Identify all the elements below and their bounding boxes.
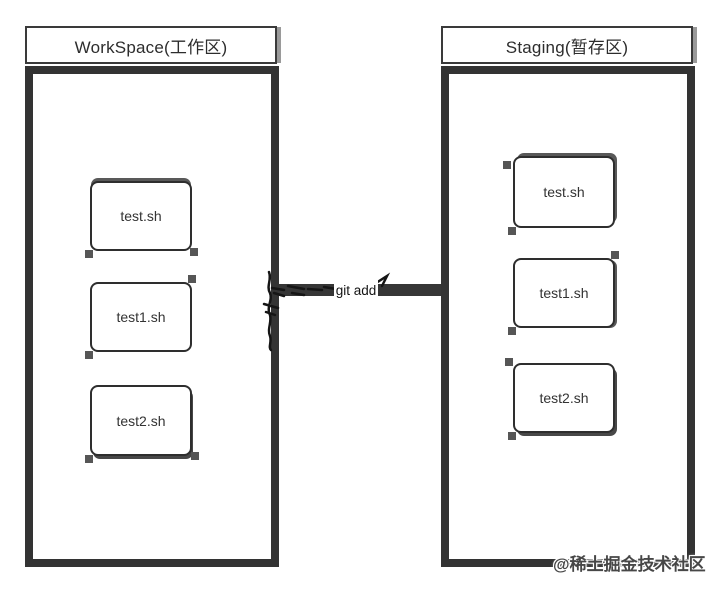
pen-scribble-icon	[262, 270, 391, 352]
watermark: @稀土掘金技术社区	[553, 555, 706, 574]
staging-title: Staging(暂存区)	[505, 37, 629, 57]
staging-file-box-test-sh: test.sh	[503, 156, 615, 235]
workspace-file-box-test1-sh: test1.sh	[85, 275, 196, 359]
staging-file-box-test1-sh: test1.sh	[508, 251, 619, 335]
staging-file-box-test2-sh: test2.sh	[505, 358, 615, 440]
workspace-header: WorkSpace(工作区)	[25, 26, 277, 64]
file-label: test2.sh	[116, 412, 166, 429]
arrowhead-icon	[374, 272, 391, 288]
workspace-file-box-test2-sh: test2.sh	[85, 385, 199, 463]
file-label: test2.sh	[539, 390, 589, 406]
file-label: test.sh	[120, 208, 162, 224]
file-label: test.sh	[543, 184, 585, 200]
workspace-file-box-test-sh: test.sh	[85, 181, 198, 258]
staging-header: Staging(暂存区)	[441, 26, 693, 64]
staging-container: test.sh test1.sh test2.sh	[441, 66, 695, 567]
git-add-label-text: git add	[335, 282, 377, 298]
git-add-label: git add	[334, 279, 378, 301]
workspace-title: WorkSpace(工作区)	[74, 37, 228, 57]
workspace-container: test.sh test1.sh test2.sh	[25, 66, 279, 567]
file-label: test1.sh	[116, 309, 166, 325]
file-label: test1.sh	[539, 285, 589, 301]
